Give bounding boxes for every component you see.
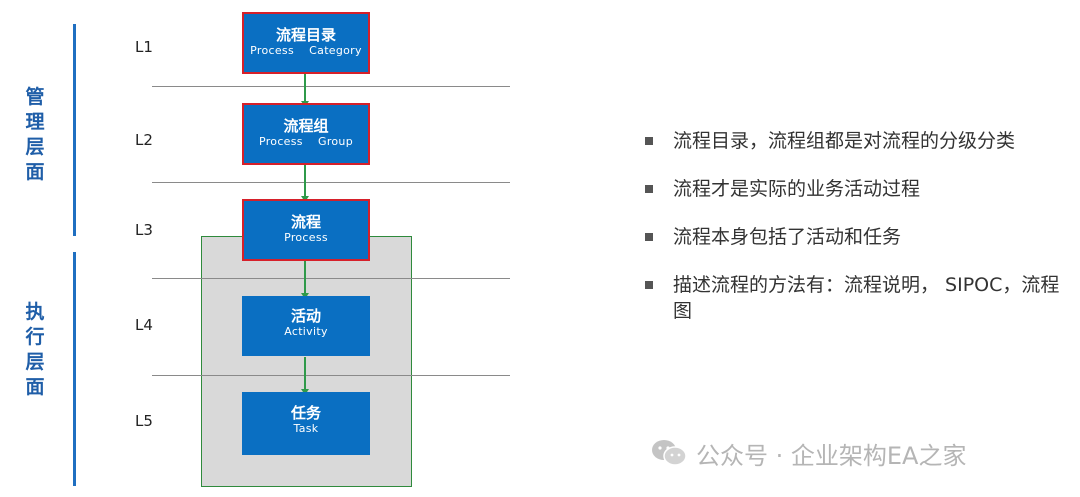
process-category-box: 流程目录 Process Category: [242, 12, 370, 74]
level-label-l4: L4: [135, 316, 153, 334]
watermark-text: 公众号 · 企业架构EA之家: [696, 441, 967, 470]
arrow-l2-to-l3: [301, 165, 309, 202]
bullet-item: 描述流程的方法有：流程说明， SIPOC，流程图: [643, 272, 1063, 324]
separator-l2-l3: [152, 182, 510, 183]
task-en: Task: [293, 422, 319, 435]
level-label-l3: L3: [135, 221, 153, 239]
management-divider-line: [73, 24, 76, 236]
bullet-item: 流程目录，流程组都是对流程的分级分类: [643, 128, 1063, 154]
separator-l1-l2: [152, 86, 510, 87]
task-cn: 任务: [290, 404, 321, 422]
process-en: Process: [284, 231, 328, 244]
activity-box: 活动 Activity: [242, 296, 370, 356]
task-box: 任务 Task: [242, 392, 370, 455]
process-category-en: Process Category: [250, 44, 362, 57]
activity-cn: 活动: [290, 307, 321, 325]
execution-level-label: 执行层面: [20, 300, 50, 400]
bullet-text: 描述流程的方法有：流程说明， SIPOC，流程图: [673, 274, 1060, 322]
wechat-watermark: 公众号 · 企业架构EA之家: [650, 436, 966, 470]
bullet-text: 流程目录，流程组都是对流程的分级分类: [673, 130, 1016, 152]
process-category-cn: 流程目录: [275, 26, 336, 44]
wechat-icon: [652, 440, 687, 466]
bullet-item: 流程才是实际的业务活动过程: [643, 176, 1063, 202]
process-group-cn: 流程组: [283, 117, 329, 135]
execution-divider-line: [73, 252, 76, 486]
square-bullet-icon: [645, 185, 653, 193]
separator-l3-l4: [152, 278, 510, 279]
arrow-l1-to-l2: [301, 74, 309, 107]
process-box: 流程 Process: [242, 199, 370, 261]
separator-l4-l5: [152, 375, 510, 376]
process-cn: 流程: [290, 213, 321, 231]
process-group-box: 流程组 Process Group: [242, 103, 370, 165]
arrow-l4-to-l5: [301, 357, 309, 395]
bullet-text: 流程才是实际的业务活动过程: [673, 178, 921, 200]
bullet-text: 流程本身包括了活动和任务: [673, 226, 902, 248]
management-label-text: 管理层面: [25, 86, 45, 183]
square-bullet-icon: [645, 233, 653, 241]
arrow-l3-to-l4: [301, 261, 309, 299]
explanation-bullet-list: 流程目录，流程组都是对流程的分级分类 流程才是实际的业务活动过程 流程本身包括了…: [643, 128, 1063, 346]
process-group-en: Process Group: [258, 135, 353, 148]
management-level-label: 管理层面: [20, 85, 50, 185]
activity-en: Activity: [284, 325, 328, 338]
execution-label-text: 执行层面: [25, 301, 45, 398]
bullet-item: 流程本身包括了活动和任务: [643, 224, 1063, 250]
square-bullet-icon: [645, 281, 653, 289]
level-label-l2: L2: [135, 131, 153, 149]
square-bullet-icon: [645, 137, 653, 145]
level-label-l1: L1: [135, 38, 153, 56]
level-label-l5: L5: [135, 412, 153, 430]
